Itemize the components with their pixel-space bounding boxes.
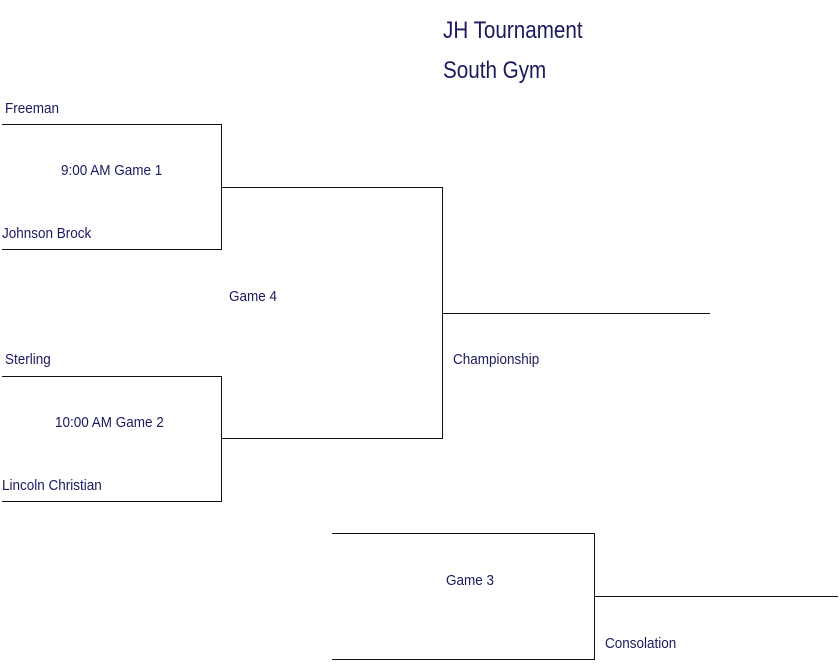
- championship-line: [442, 313, 710, 314]
- game2-team-bottom: Lincoln Christian: [2, 477, 102, 494]
- game3-label: Game 3: [446, 572, 495, 589]
- tournament-title: JH Tournament: [443, 17, 583, 44]
- game4-bottom-line: [221, 438, 443, 439]
- game2-time-label: 10:00 AM Game 2: [55, 414, 164, 431]
- game1-time-label: 9:00 AM Game 1: [61, 162, 163, 179]
- game2-connector: [221, 376, 222, 502]
- game1-top-line: [2, 124, 222, 125]
- game1-team-top: Freeman: [5, 100, 60, 117]
- game3-top-line: [332, 533, 595, 534]
- game3-bottom-line: [332, 659, 595, 660]
- game2-team-top: Sterling: [5, 351, 51, 368]
- game2-top-line: [2, 376, 222, 377]
- consolation-label: Consolation: [605, 635, 677, 652]
- game1-team-bottom: Johnson Brock: [2, 225, 92, 242]
- championship-label: Championship: [453, 351, 540, 368]
- game4-label: Game 4: [229, 288, 278, 305]
- consolation-line: [594, 596, 838, 597]
- game1-bottom-line: [2, 249, 222, 250]
- game4-top-line: [221, 187, 443, 188]
- venue-title: South Gym: [443, 57, 547, 84]
- game2-bottom-line: [2, 501, 222, 502]
